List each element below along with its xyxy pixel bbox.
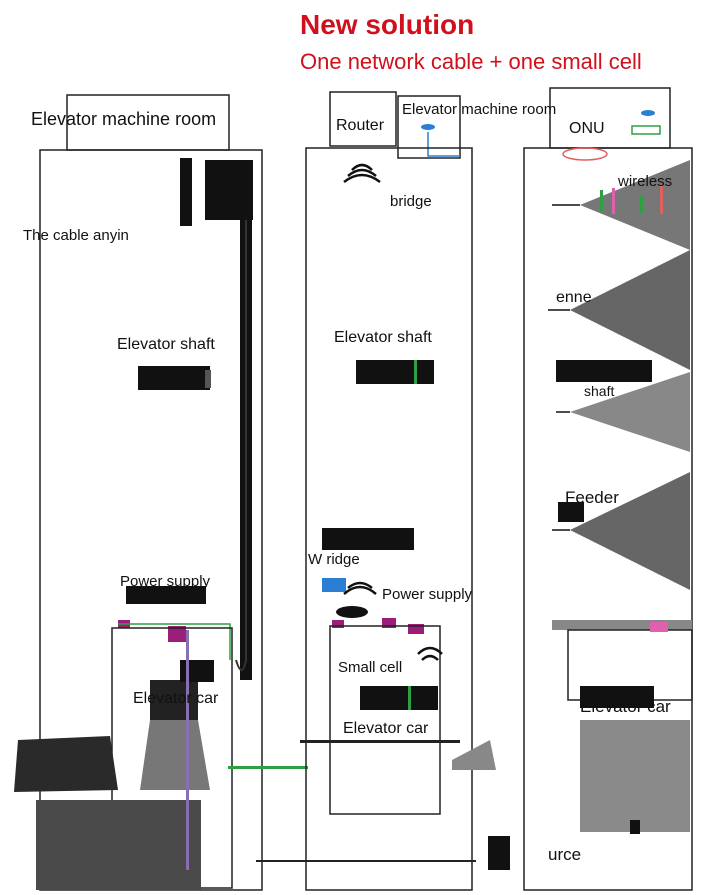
left-machine-room-label: Elevator machine room bbox=[31, 109, 217, 129]
middle-router-device bbox=[421, 124, 435, 130]
middle-machine-room-label: Elevator machine room bbox=[402, 101, 557, 118]
middle-power-port bbox=[332, 620, 344, 628]
page-title: New solution bbox=[300, 9, 475, 40]
feeder-label: Feeder bbox=[565, 488, 619, 507]
right-building-outline bbox=[523, 147, 693, 891]
wireless-bridge-label: W ridge bbox=[308, 551, 360, 568]
router-label: Router bbox=[336, 117, 385, 134]
right-elevator-car bbox=[580, 720, 690, 832]
antenna-beam-4 bbox=[570, 472, 690, 590]
antenna-beam-2 bbox=[570, 250, 690, 370]
onu-label: ONU bbox=[569, 120, 605, 137]
antenna-beam-3 bbox=[570, 372, 690, 452]
right-shaft-label: shaft bbox=[584, 383, 615, 399]
middle-power-label: Power supply bbox=[382, 586, 473, 603]
middle-shaft-label: Elevator shaft bbox=[334, 329, 432, 346]
bridge-wifi-icon bbox=[343, 163, 381, 184]
middle-car-label: Elevator car bbox=[343, 720, 429, 737]
left-car-label: Elevator car bbox=[133, 690, 219, 707]
left-drop-cable bbox=[235, 220, 247, 671]
left-power-label: Power supply bbox=[120, 573, 211, 590]
bridge-label: bridge bbox=[390, 193, 432, 210]
source-label: urce bbox=[548, 845, 582, 864]
wireless-label: wireless bbox=[618, 173, 673, 190]
right-onu-box bbox=[549, 87, 671, 149]
small-cell-label: Small cell bbox=[338, 659, 403, 676]
left-building-outline bbox=[39, 149, 263, 891]
middle-panel bbox=[256, 91, 496, 891]
left-shaft-label: Elevator shaft bbox=[117, 336, 215, 353]
right-onu-device bbox=[641, 110, 655, 116]
antenna-label: enne bbox=[556, 289, 592, 306]
wireless-bridge-wifi-icon bbox=[343, 581, 377, 595]
middle-elevator-car bbox=[329, 625, 441, 815]
left-panel bbox=[14, 94, 308, 891]
source-box bbox=[488, 836, 510, 870]
left-cable-conduit bbox=[180, 158, 192, 226]
small-cell-wifi-icon bbox=[417, 646, 443, 661]
antenna-beam-1 bbox=[580, 160, 690, 250]
middle-router-box bbox=[329, 91, 397, 147]
right-panel bbox=[488, 87, 693, 891]
left-cable-label: The cable anyin bbox=[23, 227, 129, 244]
right-car-label: Elevator car bbox=[580, 697, 671, 716]
page-subtitle: One network cable + one small cell bbox=[300, 49, 642, 74]
middle-machine-room-box bbox=[397, 95, 461, 159]
middle-building-outline bbox=[305, 147, 473, 891]
